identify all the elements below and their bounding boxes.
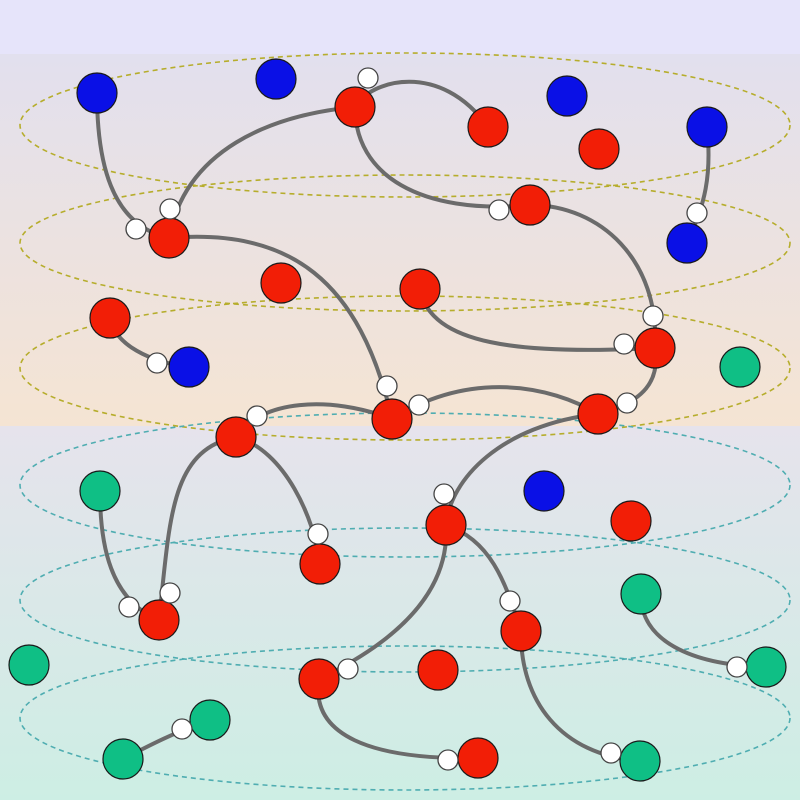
connector-port-n22-n19 [246,405,268,427]
connector-port-n3-n4 [357,67,379,89]
dashed-ring-r1 [19,52,791,198]
node-blue-n1 [76,72,118,114]
ports-layer [118,67,748,771]
connector-port-n24-n29 [499,590,521,612]
node-green-n31 [745,646,787,688]
connector-port-n3-n9 [488,199,510,221]
connector-port-n26-n27 [118,596,140,618]
connector-port-n29-n35 [600,742,622,764]
node-green-n32 [189,699,231,741]
node-blue-n10 [666,222,708,264]
node-red-n4 [467,106,509,148]
node-red-n8 [148,217,190,259]
node-red-n29 [298,658,340,700]
node-red-n11 [260,262,302,304]
connector-port-n19-n23 [408,394,430,416]
connector-port-n12-n15 [613,333,635,355]
connector-port-n3-n8 [159,198,181,220]
node-red-n15 [634,327,676,369]
connector-port-n33-n31 [171,718,193,740]
node-red-n18 [215,416,257,458]
connector-port-n30-n34 [437,749,459,771]
node-red-n30 [417,649,459,691]
node-red-n34 [457,737,499,779]
nodes-layer [8,58,787,782]
node-green-n33 [102,738,144,780]
node-red-n27 [500,610,542,652]
connector-port-n15-n23 [616,392,638,414]
connector-port-n13-n14 [146,352,168,374]
dashed-ring-r2 [19,174,791,312]
connector-port-n9-n15 [642,305,664,327]
node-green-n28 [8,644,50,686]
node-red-n23 [299,543,341,585]
edge-n12-n15 [418,287,657,352]
node-green-n16 [719,346,761,388]
dashed-ring-r6 [19,645,791,791]
connector-port-n28-n32 [726,656,748,678]
node-red-n12 [399,268,441,310]
node-red-n6 [578,128,620,170]
edge-n22-n27 [157,435,238,622]
node-red-n19 [577,393,619,435]
node-blue-n14 [168,346,210,388]
connector-port-n22-n25 [433,483,455,505]
connector-port-n1-n8 [125,218,147,240]
node-blue-n21 [523,470,565,512]
connector-port-n23-n24 [307,523,329,545]
node-red-n9 [509,184,551,226]
connector-port-n22-n27 [159,582,181,604]
top-band [0,0,800,54]
node-red-n24 [610,500,652,542]
dashed-ring-r5 [19,527,791,673]
connector-port-n8-n19 [376,375,398,397]
node-red-n3 [334,86,376,128]
node-green-n35 [619,740,661,782]
node-blue-n5 [546,75,588,117]
connector-port-n7-n10 [686,202,708,224]
node-red-n25 [138,599,180,641]
connector-port-n24-n30 [337,658,359,680]
node-red-n17 [371,398,413,440]
node-red-n13 [89,297,131,339]
node-green-n26 [620,573,662,615]
edge-n8-n19 [167,234,394,421]
node-blue-n7 [686,106,728,148]
node-green-n20 [79,470,121,512]
node-blue-n2 [255,58,297,100]
node-red-n22 [425,504,467,546]
